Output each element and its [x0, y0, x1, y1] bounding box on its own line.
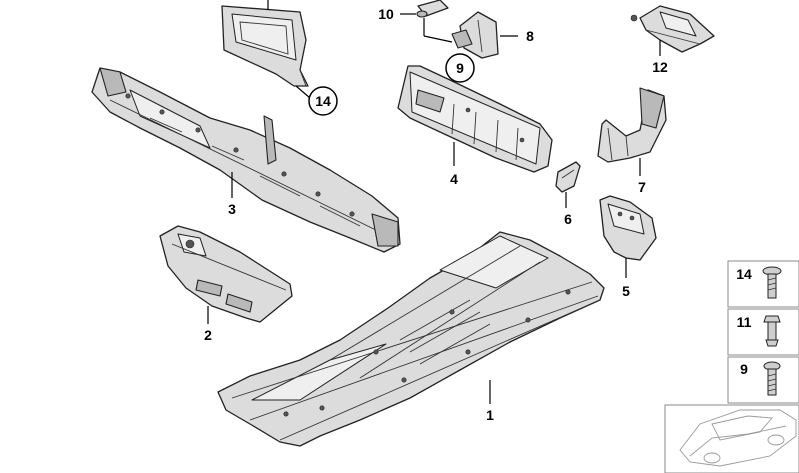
bolt-icon: [763, 315, 781, 323]
fastener-panel-14: 14: [727, 260, 799, 308]
svg-text:9: 9: [740, 361, 748, 377]
callout-4: 4: [450, 171, 458, 187]
part-1-floor-panel: [217, 231, 605, 447]
part-10-clip: [416, 0, 449, 18]
callout-7: 7: [638, 179, 646, 195]
part-12-bracket: [630, 5, 715, 53]
callout-6: 6: [564, 211, 572, 227]
callout-9: 9: [445, 53, 475, 83]
part-3-crossmember: [91, 67, 401, 253]
svg-text:9: 9: [456, 60, 464, 76]
leader-14: [295, 85, 311, 99]
callout-2: 2: [204, 327, 212, 343]
callout-3: 3: [228, 201, 236, 217]
fastener-panel-11: 11: [727, 308, 799, 356]
part-14-bracket: [221, 5, 309, 87]
part-5-plate: [599, 195, 657, 261]
part-4-panel: [397, 65, 553, 173]
leader-10c: [423, 35, 453, 43]
svg-text:14: 14: [736, 266, 752, 282]
fastener-panel-9: 9: [727, 356, 799, 404]
callout-1: 1: [486, 407, 494, 423]
callout-8: 8: [526, 28, 534, 44]
part-6-clip: [555, 161, 581, 193]
callout-12: 12: [652, 59, 668, 75]
part-7-bracket: [597, 87, 667, 163]
part-2-bracket: [159, 225, 293, 323]
svg-text:14: 14: [315, 93, 331, 109]
part-8-bracket: [451, 11, 499, 59]
callout-10: 10: [378, 6, 394, 22]
car-location-thumbnail: [664, 404, 799, 473]
callout-5: 5: [622, 283, 630, 299]
callout-14: 14: [308, 86, 338, 116]
svg-text:11: 11: [737, 314, 752, 330]
